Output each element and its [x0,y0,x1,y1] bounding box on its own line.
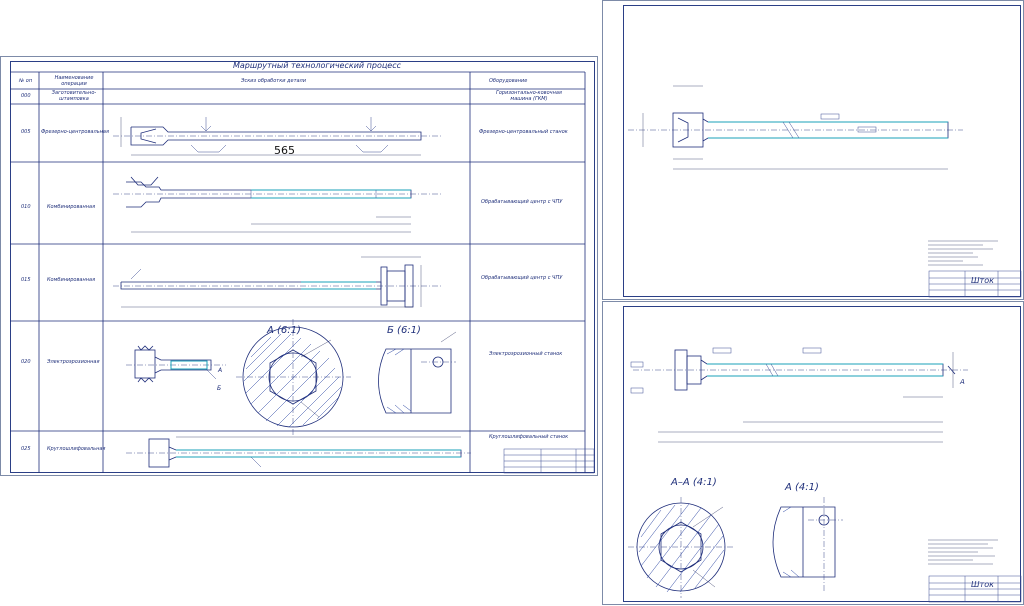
row-num-020: 020 [21,359,31,365]
drawing-top-stamp-title: Шток [971,276,994,285]
view-a-label: А (4:1) [785,482,819,493]
row-eq-020: Электроэрозионный станок [489,351,563,357]
header-equipment: Оборудование [489,78,528,84]
notes-top [928,240,998,266]
sketch-025 [126,436,471,468]
row-op-010: Комбинированная [47,204,96,210]
row-eq-000: Горизонтально-ковочная машина (ГКМ) [496,90,562,102]
marker-a: А [218,367,223,374]
row-op-025: Круглошлифовальная [47,446,106,452]
drawing-sheet-bottom: А–А (4:1) А (4:1) А Шток [602,301,1024,605]
route-sheet-frame [10,61,595,473]
section-a-label: А (6:1) [267,325,301,336]
rod-bottom-view [630,347,968,443]
row-eq-005: Фрезерно-центровальный станок [479,129,568,135]
rod-top-view [628,85,963,170]
section-a-drawing [236,319,351,435]
header-num: № оп [19,78,33,84]
row-num-005: 005 [21,129,31,135]
row-num-015: 015 [21,277,31,283]
header-sketch: Эскиз обработки детали [241,78,307,84]
route-sheet: Маршрутный технологический процесс № оп … [0,56,598,476]
row-op-020: Электроэрозионная [47,359,100,365]
title-block-bottom [928,575,1022,603]
drawing-sheet-top: Шток [602,0,1024,300]
drawing-top-graphics [628,85,1022,298]
drawing-bottom-stamp-title: Шток [971,580,994,589]
title-block-route [503,448,595,474]
drawing-bottom-frame [623,306,1021,602]
section-b-drawing [378,331,457,414]
marker-b: Б [217,385,222,392]
header-operation: Наименование операции [54,75,94,87]
drawing-top-frame [623,5,1021,297]
section-aa-drawing [628,497,733,598]
sketch-005 [113,117,441,156]
sketch-010 [113,176,441,233]
route-sheet-title: Маршрутный технологический процесс [233,61,402,70]
row-num-000: 000 [21,93,31,99]
sketch-020-part [126,345,226,383]
row-op-005: Фрезерно-центровальная [41,129,109,135]
section-aa-label: А–А (4:1) [671,477,717,488]
dimension-565: 565 [274,144,295,157]
table-grid [10,71,586,473]
row-num-010: 010 [21,204,31,210]
drawing-bottom-graphics [628,347,1022,603]
view-a-drawing [772,497,843,592]
row-eq-025: Круглошлифовальный станок [489,434,569,440]
notes-bottom [928,539,998,565]
section-b-label: Б (6:1) [387,325,421,336]
row-eq-015: Обрабатывающий центр с ЧПУ [481,275,563,281]
marker-a-bottom: А [960,378,965,386]
route-sheet-graphics [10,71,595,474]
title-block-top [928,270,1022,298]
row-op-000: Заготовительно-штамповка [51,90,97,102]
row-op-015: Комбинированная [47,277,96,283]
sketch-015 [113,256,441,308]
row-eq-010: Обрабатывающий центр с ЧПУ [481,199,563,205]
row-num-025: 025 [21,446,31,452]
